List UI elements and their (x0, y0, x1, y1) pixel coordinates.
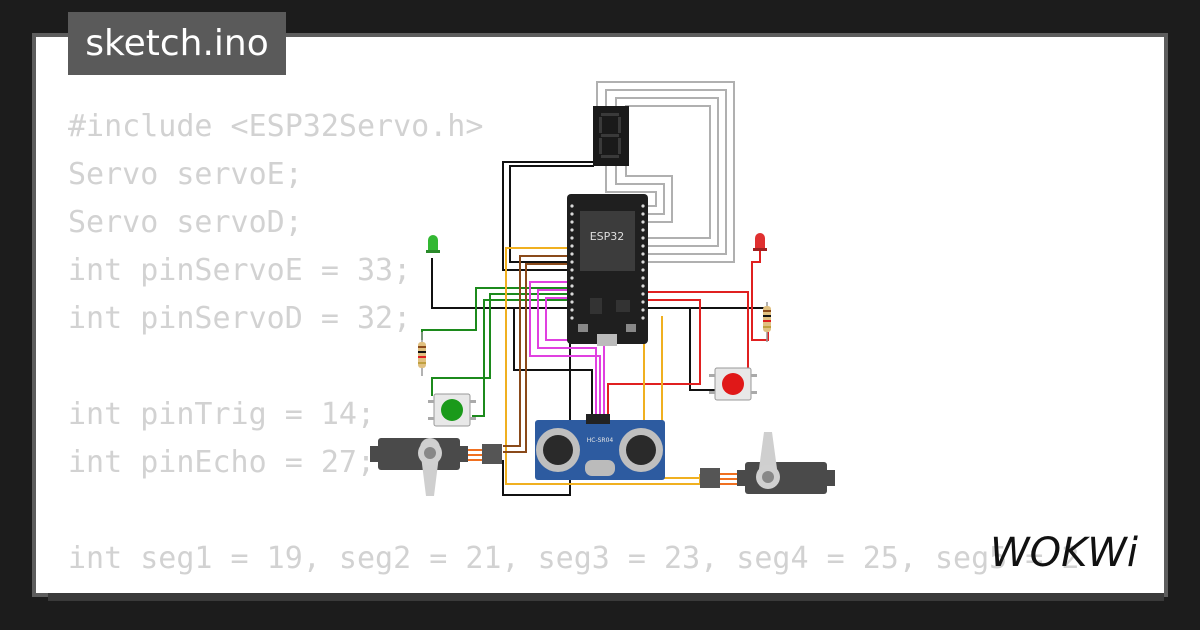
resistor-left[interactable] (418, 332, 426, 376)
code-line: Servo servoD; (68, 205, 303, 240)
wokwi-logo: WOKWi (990, 530, 1138, 576)
code-line: int pinTrig = 14; (68, 397, 376, 432)
code-preview: #include <ESP32Servo.h> Servo servoE; Serv… (68, 103, 1079, 593)
file-tab[interactable]: sketch.ino (68, 12, 286, 75)
code-line: int pinEcho = 27; (68, 445, 376, 480)
servo-power-wires (503, 255, 567, 453)
green-push-button[interactable] (428, 393, 476, 427)
ground-wires (431, 161, 767, 496)
display-digit: 8 (611, 142, 612, 144)
sensor-wires (529, 281, 605, 418)
code-line: int pinServoE = 33; (68, 253, 412, 288)
ultrasonic-sensor[interactable]: HC-SR04 (535, 414, 665, 480)
sensor-label: HC-SR04 (587, 437, 614, 444)
code-line: int buzzer = 13; (68, 583, 1079, 593)
green-led[interactable] (426, 235, 440, 253)
code-line: int pinServoD = 32; (68, 301, 412, 336)
servo-left[interactable] (370, 438, 502, 496)
resistor-right[interactable] (763, 302, 771, 342)
red-push-button[interactable] (709, 367, 757, 401)
esp32-board[interactable]: ESP32 (567, 194, 648, 346)
canvas-bottom-edge (48, 593, 1164, 601)
code-line: int seg1 = 19, seg2 = 21, seg3 = 23, seg… (68, 541, 1080, 576)
red-led[interactable] (753, 233, 767, 251)
seven-segment-display[interactable]: 8 (593, 106, 629, 166)
board-label: ESP32 (590, 230, 625, 243)
code-line: #include <ESP32Servo.h> (68, 109, 484, 144)
code-line: Servo servoE; (68, 157, 303, 192)
servo-right[interactable] (700, 432, 835, 494)
wokwi-logo-text: WOKWi (990, 530, 1138, 576)
